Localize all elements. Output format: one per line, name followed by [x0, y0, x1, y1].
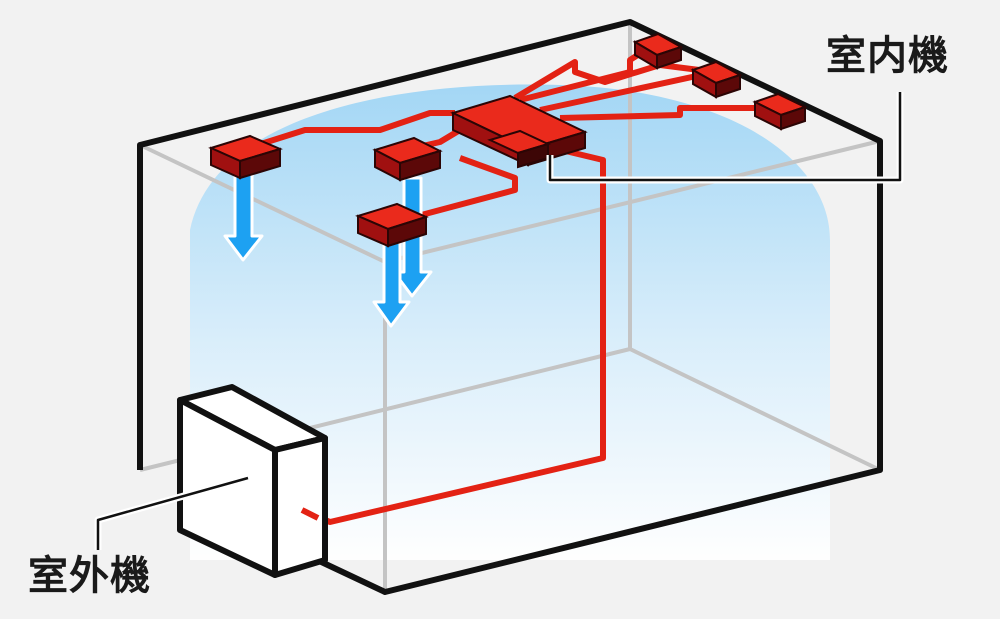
indoor-unit	[690, 60, 743, 99]
indoor-unit	[355, 202, 429, 248]
room-back-edges	[139, 22, 881, 592]
indoor-unit	[752, 92, 808, 131]
indoor-unit-leader-line	[548, 92, 902, 182]
branch-hub	[450, 94, 588, 169]
indoor-unit-label: 室内機	[826, 33, 949, 79]
indoor-unit	[372, 136, 443, 182]
outdoor-unit-leader-line	[96, 476, 249, 550]
outdoor-unit	[177, 384, 328, 578]
outdoor-unit-label: 室外機	[28, 553, 151, 599]
airflow-arrow	[223, 171, 264, 262]
outdoor-pipe-stub	[300, 507, 320, 521]
indoor-unit	[632, 32, 684, 70]
cool-air-glow	[190, 84, 830, 561]
airflow-arrow	[372, 238, 411, 328]
room-front-edges	[137, 19, 883, 595]
indoor-unit	[208, 134, 283, 180]
